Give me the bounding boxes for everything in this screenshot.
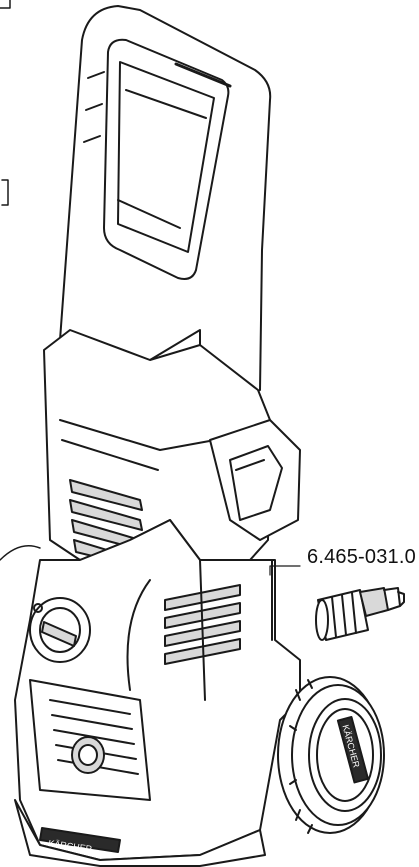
part-number-label: 6.465-031.0: [307, 546, 416, 568]
power-switch-knob: [29, 597, 91, 663]
leader-line: [269, 565, 301, 576]
garden-hose-connector: [315, 587, 405, 641]
base: [14, 799, 266, 867]
pressure-washer-unit: KÄRCHER KÄRCHER: [14, 5, 385, 867]
handle-grip-opening: [103, 38, 230, 280]
hose-holder: [209, 419, 301, 541]
edge-fragments: [0, 0, 41, 561]
hose-reel-drum: KÄRCHER: [277, 676, 385, 834]
reel-brand-plate: [336, 716, 370, 784]
high-pressure-outlet: [71, 736, 105, 774]
